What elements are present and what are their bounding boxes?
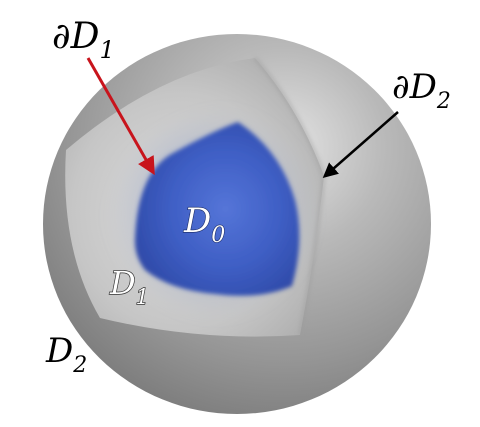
inner-core [134, 122, 300, 296]
boundary-d1-arrow [86, 57, 155, 176]
label-boundary-d2: ∂D2 [392, 67, 451, 114]
label-region-d2: D2 [45, 331, 87, 378]
boundary-d2-arrow [322, 111, 399, 178]
label-region-d0: D0 [183, 201, 225, 248]
label-region-d1: D1 [109, 264, 149, 309]
label-boundary-d1: ∂D1 [52, 16, 115, 64]
